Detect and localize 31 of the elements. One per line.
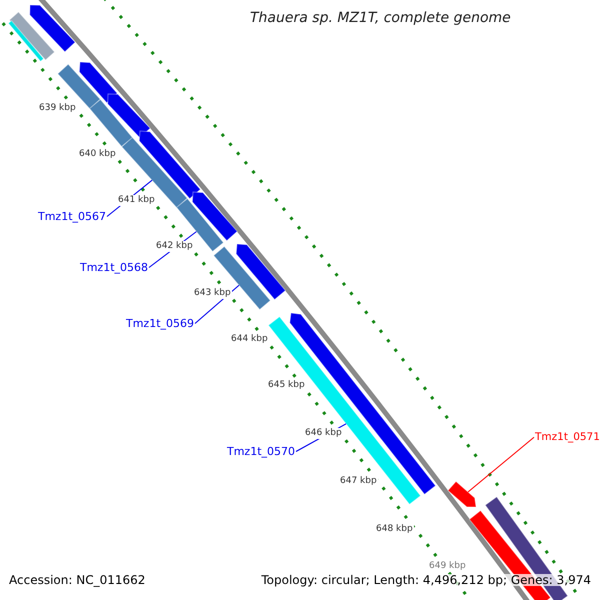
scale-label: 640 kbp <box>78 149 117 160</box>
gene-label: Tmz1t_0571 <box>535 432 600 442</box>
gene-label: Tmz1t_0569 <box>126 318 194 329</box>
leader-line <box>468 436 534 492</box>
gene-label: Tmz1t_0570 <box>227 446 296 457</box>
scale-label: 642 kbp <box>155 241 194 252</box>
info-text: Topology: circular; Length: 4,496,212 bp; Genes: 3,974 <box>261 574 591 586</box>
scale-label: 646 kbp <box>304 428 343 439</box>
scale-label: 647 kbp <box>339 476 378 487</box>
gene-bar <box>88 98 134 148</box>
scale-label: 645 kbp <box>267 380 306 391</box>
scale-label: 639 kbp <box>38 103 77 114</box>
gene-bar <box>8 11 56 61</box>
gene-feature <box>29 4 76 52</box>
gene-label: Tmz1t_0568 <box>80 262 148 273</box>
scale-label: 648 kbp <box>375 524 414 535</box>
gene-bar <box>213 246 271 310</box>
info-text: Accession: NC_011662 <box>9 574 146 586</box>
gene-label: Tmz1t_0567 <box>38 211 106 222</box>
scale-label: 643 kbp <box>193 288 232 299</box>
gene-feature <box>107 93 151 138</box>
gene-bar <box>176 198 224 252</box>
gene-feature <box>192 191 238 242</box>
gene-feature <box>447 480 477 508</box>
scale-label: 644 kbp <box>230 334 269 345</box>
scale-label: 641 kbp <box>117 195 156 206</box>
gene-feature <box>236 243 286 300</box>
gene-bar <box>8 20 44 62</box>
scale-label: 649 kbp <box>428 561 467 572</box>
title: Thauera sp. MZ1T, complete genome <box>250 11 511 25</box>
gene-feature <box>78 61 118 104</box>
